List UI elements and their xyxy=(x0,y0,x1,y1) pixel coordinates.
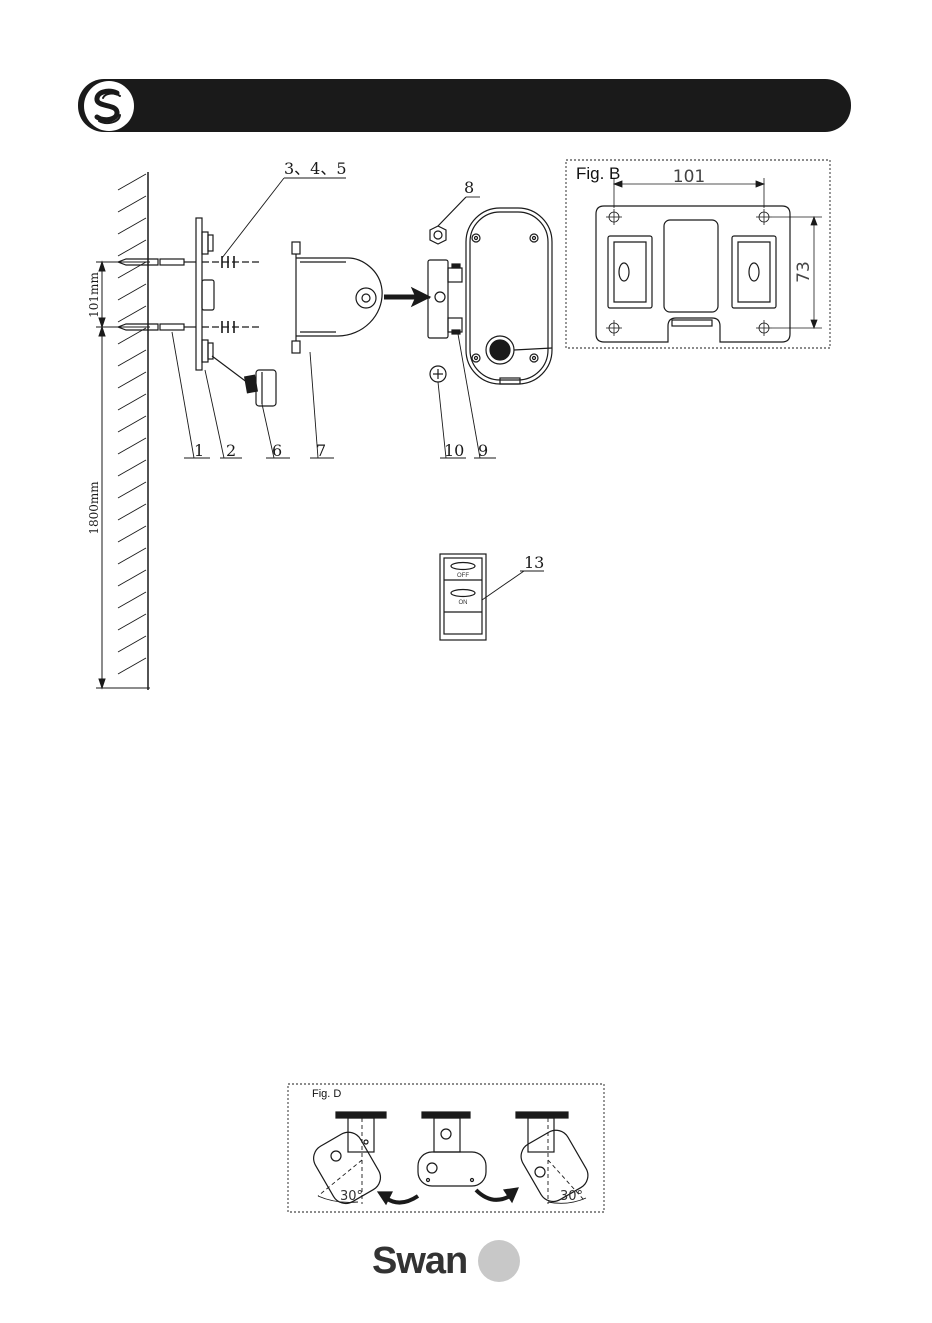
wall-plugs xyxy=(118,259,196,330)
label-3-4-5: 3、4、5 xyxy=(284,159,347,178)
label-10: 10 xyxy=(444,441,464,460)
fig-b-mounting-template: 101 73 xyxy=(566,160,830,348)
assembly-arrow xyxy=(384,288,430,306)
remote-off-label: OFF xyxy=(457,573,469,579)
fig-d-angle-right: 30° xyxy=(560,1189,583,1204)
fig-d-rotation: 30° 30° xyxy=(288,1084,604,1212)
label-1: 1 xyxy=(194,441,204,460)
footer-brand-logo: Swan xyxy=(372,1240,467,1283)
wall-plate xyxy=(196,218,262,370)
label-9: 9 xyxy=(478,441,488,460)
dimension-101mm: 101mm xyxy=(87,272,101,318)
fig-d-angle-left: 30° xyxy=(340,1189,363,1204)
dimension-lines xyxy=(96,262,150,688)
screw-part xyxy=(430,366,446,382)
dimension-1800mm: 1800mm xyxy=(87,481,101,535)
fig-d-rotate-left-arrow xyxy=(378,1192,418,1204)
fig-b-title: Fig. B xyxy=(576,164,620,184)
fig-d-left-unit: 30° xyxy=(309,1112,386,1209)
adjustment-knob xyxy=(212,356,276,406)
label-2: 2 xyxy=(226,441,236,460)
fig-b-width-101: 101 xyxy=(673,167,705,187)
wall xyxy=(118,172,148,690)
fig-b-height-73: 73 xyxy=(794,261,814,283)
remote-on-label: ON xyxy=(459,600,468,606)
fig-d-title: Fig. D xyxy=(312,1088,341,1100)
bracket xyxy=(292,242,382,353)
label-13: 13 xyxy=(524,553,544,572)
nut-part xyxy=(430,197,466,244)
fig-d-right-unit: 30° xyxy=(516,1112,593,1207)
label-6: 6 xyxy=(272,441,282,460)
fig-d-center-unit xyxy=(418,1112,486,1186)
page-number-badge xyxy=(478,1240,520,1282)
heater-body xyxy=(466,208,552,384)
fig-d-rotate-right-arrow xyxy=(476,1188,518,1202)
label-8: 8 xyxy=(464,178,474,197)
label-7: 7 xyxy=(316,441,326,460)
